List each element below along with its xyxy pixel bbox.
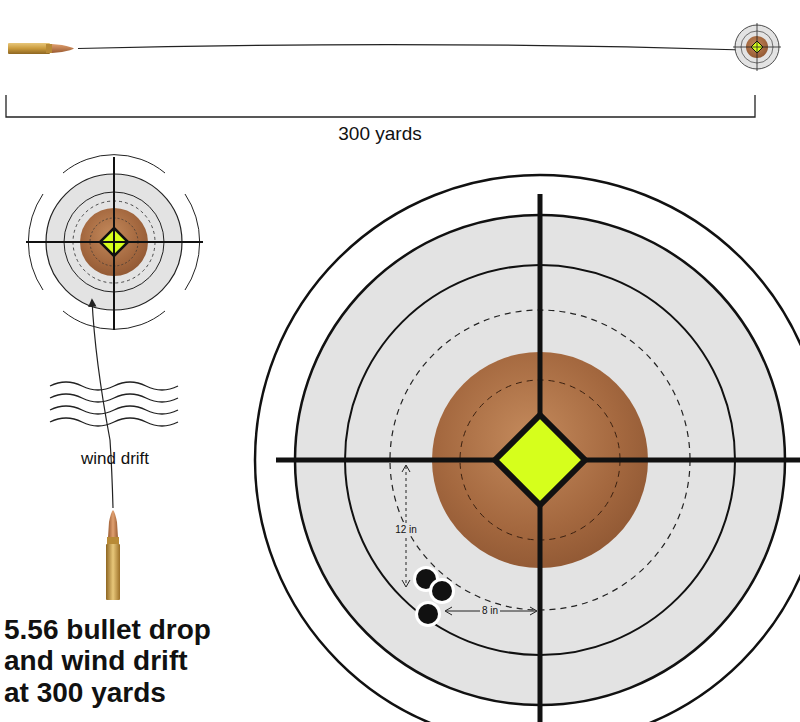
distance-label: 300 yards (338, 124, 421, 145)
dimension-label: 12 in (393, 524, 419, 535)
drift-path (92, 300, 113, 508)
target-small-left (26, 155, 203, 330)
dimension-label: 8 in (480, 605, 500, 616)
bullet-horizontal (8, 43, 74, 54)
target-large (255, 175, 800, 722)
wind-label: wind drift (81, 450, 149, 469)
bullet-vertical (106, 510, 120, 600)
trajectory (78, 45, 744, 50)
wind-lines (50, 382, 178, 426)
distance-bracket (6, 95, 755, 117)
target-small-top (733, 23, 781, 71)
title: 5.56 bullet drop and wind drift at 300 y… (4, 614, 216, 708)
bullet-holes (413, 566, 455, 627)
dimension-lines (402, 465, 537, 615)
